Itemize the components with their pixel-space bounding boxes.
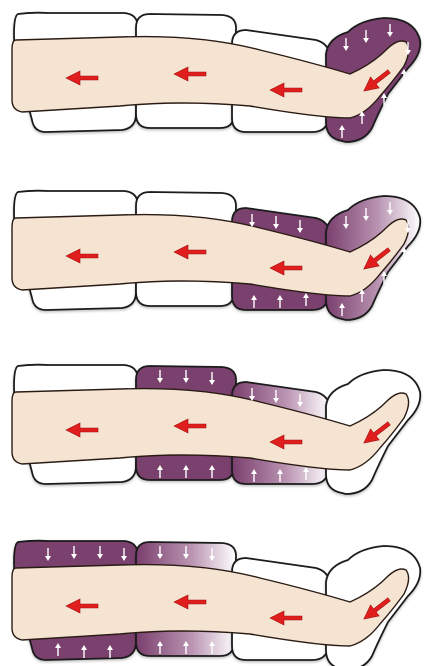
stage-2: [12, 191, 420, 320]
stage-4: [12, 541, 420, 666]
stage-3: [12, 365, 420, 494]
stage-1: [12, 13, 420, 142]
